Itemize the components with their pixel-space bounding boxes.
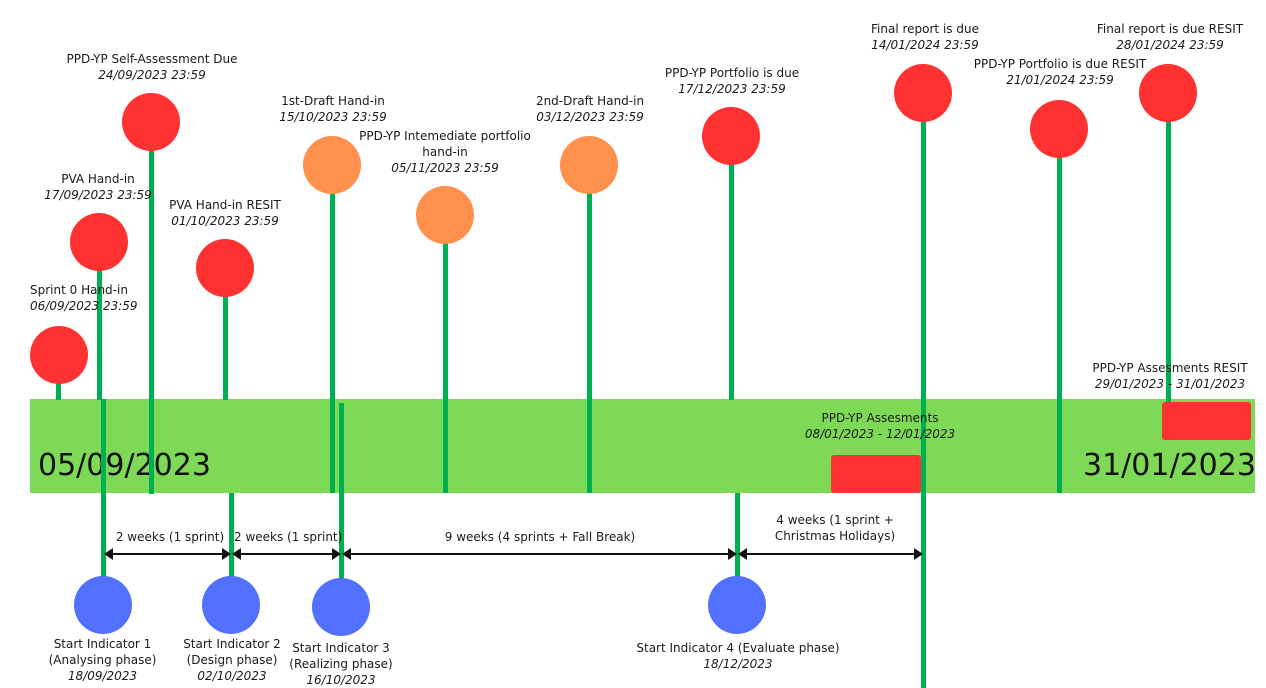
duration-label: 4 weeks (1 sprint +Christmas Holidays)	[774, 513, 896, 543]
duration-arrow	[232, 548, 341, 560]
indicator-dot	[708, 576, 766, 634]
indicator-dot	[312, 578, 370, 636]
duration-label: 2 weeks (1 sprint)	[234, 529, 343, 545]
milestone-dot	[70, 213, 128, 271]
timeline-start-date: 05/09/2023	[38, 448, 211, 483]
milestone-dot	[122, 93, 180, 151]
indicator-pole	[101, 399, 106, 599]
milestone-pole	[587, 165, 592, 493]
indicator-label: Start Indicator 3(Realizing phase)16/10/…	[289, 641, 393, 687]
milestone-pole	[97, 240, 102, 400]
indicator-dot	[202, 576, 260, 634]
duration-arrow	[104, 548, 231, 560]
duration-label: 9 weeks (4 sprints + Fall Break)	[440, 529, 640, 545]
indicator-dot	[74, 576, 132, 634]
milestone-pole	[443, 215, 448, 493]
duration-arrow	[342, 548, 737, 560]
milestone-dot	[1030, 100, 1088, 158]
milestone-dot	[416, 186, 474, 244]
milestone-dot	[303, 136, 361, 194]
timeline-band	[30, 399, 1255, 493]
milestone-pole	[330, 165, 335, 493]
duration-arrow	[738, 548, 923, 560]
milestone-pole	[149, 122, 154, 494]
milestone-dot	[196, 239, 254, 297]
timeline-end-date: 31/01/2023	[1083, 448, 1256, 483]
indicator-pole	[735, 493, 740, 597]
milestone-dot	[30, 326, 88, 384]
milestone-dot	[1139, 64, 1197, 122]
milestone-dot	[560, 136, 618, 194]
assessment-box	[831, 455, 921, 493]
milestone-pole	[921, 93, 926, 688]
milestone-dot	[894, 64, 952, 122]
indicator-label: Start Indicator 1(Analysing phase)18/09/…	[48, 637, 157, 683]
assessment-resit-box	[1162, 402, 1251, 440]
duration-label: 2 weeks (1 sprint)	[114, 529, 226, 545]
indicator-label: Start Indicator 2(Design phase)02/10/202…	[183, 637, 281, 683]
indicator-pole	[339, 403, 344, 605]
indicator-pole	[229, 493, 234, 597]
milestone-pole	[1057, 129, 1062, 493]
milestone-pole	[729, 136, 734, 400]
milestone-pole	[1166, 93, 1171, 413]
milestone-pole	[223, 268, 228, 400]
milestone-dot	[702, 107, 760, 165]
indicator-label: Start Indicator 4 (Evaluate phase)18/12/…	[636, 641, 840, 671]
